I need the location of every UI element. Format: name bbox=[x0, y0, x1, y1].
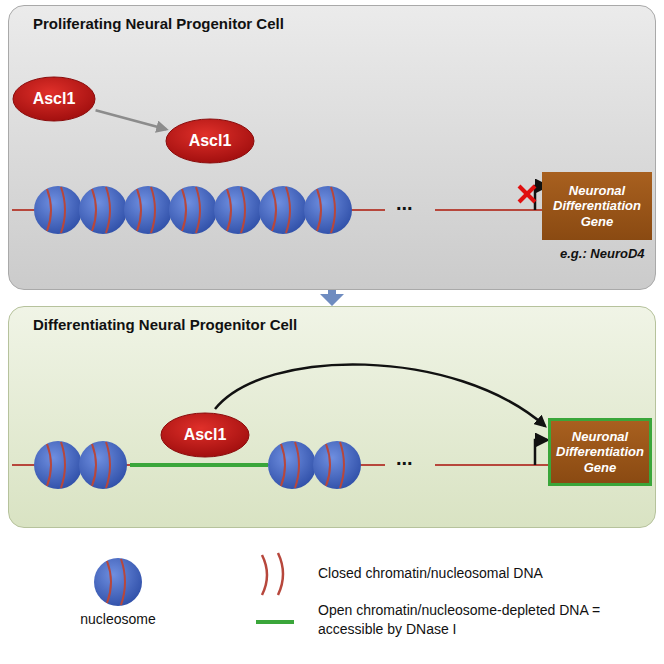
gene-box: Neuronal Differentiation Gene bbox=[542, 172, 652, 240]
gene-name: Neuronal Differentiation Gene bbox=[551, 429, 649, 476]
legend-text: nucleosome bbox=[76, 610, 160, 629]
promoter-arrow bbox=[535, 186, 547, 210]
closed-dna-sample bbox=[262, 553, 283, 595]
nucleosome-row-top bbox=[34, 186, 352, 234]
ellipsis: ... bbox=[396, 192, 413, 215]
nucleosome-sample bbox=[94, 558, 142, 606]
cell-panel: Differentiating Neural Progenitor CellAs… bbox=[8, 306, 656, 528]
promoter-arrow bbox=[535, 440, 547, 465]
ascl1-factor: Ascl1 bbox=[165, 118, 255, 164]
blocked-x bbox=[519, 186, 535, 202]
factor-name: Ascl1 bbox=[189, 132, 232, 150]
legend-text: Open chromatin/nucleosome-depleted DNA =… bbox=[318, 601, 608, 639]
example-gene-label: e.g.: NeuroD4 bbox=[560, 246, 645, 261]
activation-arrow bbox=[215, 364, 545, 426]
nucleosome-row-bottom bbox=[34, 441, 361, 489]
gene-box: Neuronal Differentiation Gene bbox=[548, 418, 652, 486]
factor-name: Ascl1 bbox=[184, 426, 227, 444]
ellipsis: ... bbox=[396, 447, 413, 470]
open-dna-sample bbox=[256, 620, 294, 624]
factor-name: Ascl1 bbox=[33, 90, 76, 108]
transition-arrow bbox=[320, 290, 344, 306]
ascl1-factor: Ascl1 bbox=[160, 412, 250, 458]
panel-title: Proliferating Neural Progenitor Cell bbox=[33, 15, 284, 32]
ascl1-factor: Ascl1 bbox=[12, 76, 96, 122]
panel-title: Differentiating Neural Progenitor Cell bbox=[33, 316, 297, 333]
cell-panel: Proliferating Neural Progenitor CellAscl… bbox=[8, 5, 656, 290]
gene-name: Neuronal Differentiation Gene bbox=[542, 183, 652, 230]
legend-text: Closed chromatin/nucleosomal DNA bbox=[318, 564, 648, 583]
movement-arrow bbox=[96, 110, 167, 129]
